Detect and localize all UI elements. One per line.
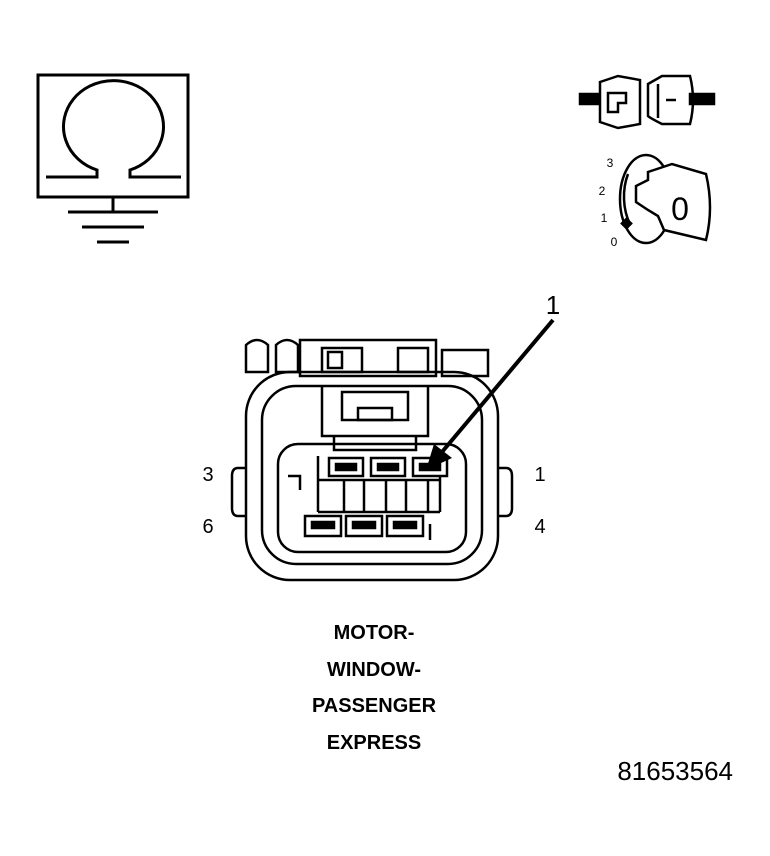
connector-face bbox=[230, 338, 514, 582]
terminal-pin-5 bbox=[344, 514, 384, 538]
ohmmeter-ground-icon bbox=[36, 73, 190, 244]
pin-label-3: 3 bbox=[202, 464, 213, 486]
ignition-key-off-icon: 0 3 2 1 0 bbox=[599, 153, 712, 249]
pin-label-6: 6 bbox=[202, 516, 213, 538]
terminal-pin-4 bbox=[385, 514, 425, 538]
callout-label: 1 bbox=[546, 290, 560, 320]
terminal-pin-6 bbox=[303, 514, 343, 538]
ignition-position-2: 2 bbox=[599, 184, 606, 198]
title-line-4: EXPRESS bbox=[327, 732, 421, 754]
title-line-3: PASSENGER bbox=[312, 695, 437, 717]
terminal-slots bbox=[303, 456, 449, 538]
key-off-label: 0 bbox=[671, 191, 689, 227]
title-line-2: WINDOW- bbox=[327, 659, 421, 681]
pin-label-1: 1 bbox=[534, 464, 545, 486]
figure-number: 81653564 bbox=[617, 756, 733, 786]
title-line-1: MOTOR- bbox=[334, 622, 415, 644]
ignition-position-1: 1 bbox=[601, 211, 608, 225]
ignition-position-3: 3 bbox=[607, 156, 614, 170]
ignition-position-0: 0 bbox=[611, 235, 618, 249]
connector-title: MOTOR- WINDOW- PASSENGER EXPRESS bbox=[312, 622, 437, 754]
terminal-pin-2 bbox=[369, 456, 407, 478]
terminal-pin-3 bbox=[327, 456, 365, 478]
callout-arrow bbox=[426, 318, 555, 470]
pin-label-4: 4 bbox=[534, 516, 545, 538]
connector-disconnect-icon bbox=[578, 74, 716, 130]
